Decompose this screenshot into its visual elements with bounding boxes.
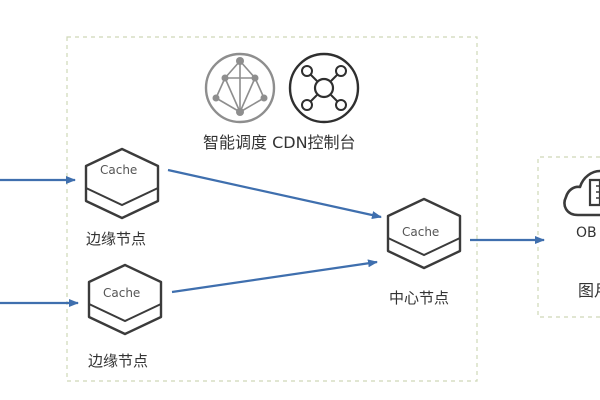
edge-node-1-cache-label: Cache <box>100 163 138 177</box>
console-title: 智能调度 CDN控制台 <box>203 133 356 152</box>
origin-obs-label: OB <box>576 226 597 240</box>
center-node-name: 中心节点 <box>389 289 450 307</box>
edge-node-1-name: 边缘节点 <box>86 230 147 248</box>
edge-node-1-cache-icon <box>84 147 160 220</box>
edge-node-2-cache-label: Cache <box>103 286 141 300</box>
edge-node-2-name: 边缘节点 <box>88 352 149 370</box>
cloud-icon <box>563 169 600 217</box>
center-node-cache-icon <box>386 197 462 270</box>
center-node-cache-label: Cache <box>402 225 440 239</box>
cdn-console-icon <box>288 52 360 124</box>
edge-1-to-center-arrow <box>167 168 382 219</box>
edge-node-2-cache-icon <box>87 263 163 336</box>
cdn-region-box <box>66 36 478 382</box>
origin-name: 图月 <box>578 283 600 299</box>
intelligent-scheduling-icon <box>204 52 276 124</box>
edge-2-to-center-arrow <box>171 259 378 294</box>
